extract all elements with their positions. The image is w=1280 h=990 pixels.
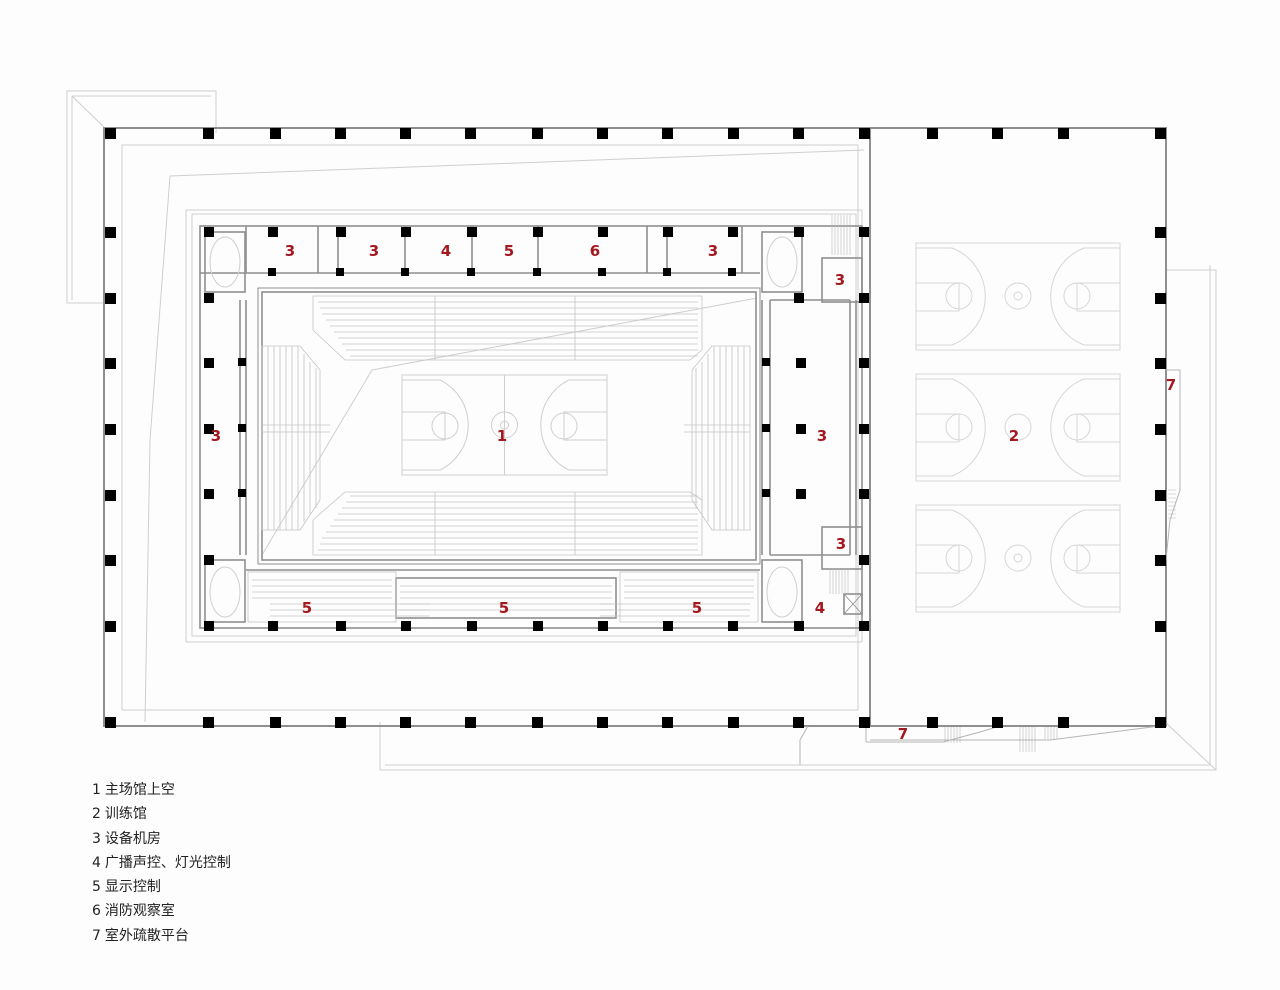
room-label-7: 7 xyxy=(897,725,909,743)
column xyxy=(270,717,281,728)
column xyxy=(105,227,116,238)
room-label-3: 3 xyxy=(210,427,222,445)
bleacher-left xyxy=(261,345,321,531)
column xyxy=(400,717,411,728)
room-label-3: 3 xyxy=(816,427,828,445)
column xyxy=(728,717,739,728)
bleacher-top xyxy=(312,295,703,361)
room-label-1: 1 xyxy=(496,427,508,445)
bleacher-right xyxy=(691,345,751,531)
evacuation-platform-bottom xyxy=(865,725,1001,743)
column xyxy=(105,621,116,632)
column xyxy=(992,128,1003,139)
column xyxy=(1155,424,1166,435)
training-court-3 xyxy=(915,504,1121,613)
room-label-3: 3 xyxy=(284,242,296,260)
column xyxy=(662,717,673,728)
room-label-5: 5 xyxy=(301,599,313,617)
column xyxy=(105,490,116,501)
column xyxy=(1058,128,1069,139)
roof-outline-left xyxy=(66,90,217,304)
column xyxy=(927,717,938,728)
main-court xyxy=(401,374,608,476)
column xyxy=(793,128,804,139)
seating-lower-left xyxy=(247,571,397,623)
column xyxy=(859,717,870,728)
column xyxy=(1155,128,1166,139)
training-courts xyxy=(915,242,1121,613)
column xyxy=(335,717,346,728)
column xyxy=(728,128,739,139)
column xyxy=(1058,717,1069,728)
room-label-3: 3 xyxy=(834,271,846,289)
column xyxy=(270,128,281,139)
column xyxy=(465,717,476,728)
room-label-6: 6 xyxy=(589,242,601,260)
column xyxy=(105,293,116,304)
column xyxy=(105,424,116,435)
column xyxy=(1155,555,1166,566)
evacuation-platform-right xyxy=(1165,369,1181,561)
room-label-5: 5 xyxy=(503,242,515,260)
column xyxy=(335,128,346,139)
room-label-7: 7 xyxy=(1165,376,1177,394)
column xyxy=(1155,358,1166,369)
column xyxy=(203,717,214,728)
column xyxy=(662,128,673,139)
column xyxy=(793,717,804,728)
column xyxy=(1155,490,1166,501)
room-label-5: 5 xyxy=(498,599,510,617)
column xyxy=(597,128,608,139)
training-court-1 xyxy=(915,242,1121,351)
column xyxy=(105,555,116,566)
column xyxy=(992,717,1003,728)
room-label-5: 5 xyxy=(691,599,703,617)
column xyxy=(1155,717,1166,728)
room-label-3: 3 xyxy=(707,242,719,260)
column xyxy=(465,128,476,139)
column xyxy=(400,128,411,139)
structural-columns xyxy=(105,128,1166,728)
room-label-4: 4 xyxy=(440,242,452,260)
column xyxy=(597,717,608,728)
column xyxy=(532,128,543,139)
column xyxy=(1155,621,1166,632)
column xyxy=(105,358,116,369)
column xyxy=(1155,293,1166,304)
column xyxy=(105,128,116,139)
column xyxy=(927,128,938,139)
column xyxy=(532,717,543,728)
room-label-3: 3 xyxy=(835,535,847,553)
room-label-2: 2 xyxy=(1008,427,1020,445)
seating-lower-right xyxy=(619,571,759,623)
room-label-3: 3 xyxy=(368,242,380,260)
room-label-4: 4 xyxy=(814,599,826,617)
column xyxy=(859,128,870,139)
bleacher-bottom xyxy=(312,491,703,556)
column xyxy=(203,128,214,139)
column xyxy=(1155,227,1166,238)
column xyxy=(105,717,116,728)
training-court-2 xyxy=(915,373,1121,482)
